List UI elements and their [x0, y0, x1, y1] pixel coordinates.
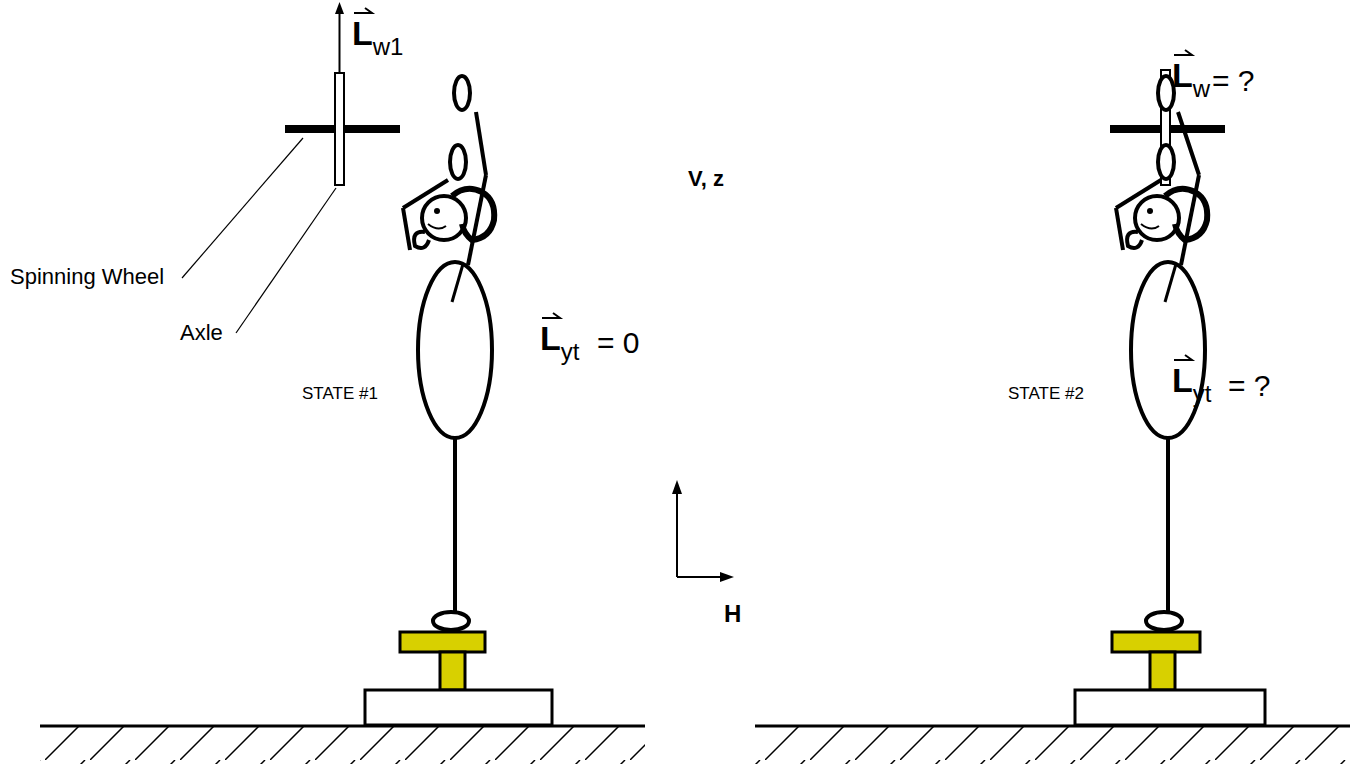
leader-line: [182, 138, 303, 278]
axis-label: V, z: [688, 168, 724, 190]
arrow-head: [335, 2, 344, 14]
value-label: = ?: [1228, 371, 1271, 401]
value-label: = 0: [597, 328, 640, 358]
turntable-stem: [1150, 652, 1175, 690]
ground-hatching: [40, 726, 645, 764]
turntable-stem: [440, 652, 465, 690]
angular-momentum-arrow: [339, 10, 341, 73]
part-name: Spinning Wheel: [10, 266, 164, 288]
axis-label: H: [724, 602, 741, 626]
state-label: STATE #2: [1008, 385, 1084, 402]
state-one-figure: [40, 2, 645, 764]
ground-hatching: [755, 726, 1350, 764]
axes: [677, 492, 722, 577]
turntable-base: [365, 690, 552, 725]
ground: [40, 725, 645, 728]
state-two-figure: [755, 70, 1350, 764]
vector-label: Lw1: [352, 16, 403, 50]
vector-label: Lyt: [1172, 363, 1211, 397]
leader-line: [236, 188, 336, 333]
vector-label: Lw: [1172, 58, 1210, 92]
turntable-base: [1075, 690, 1265, 725]
turntable-top: [1112, 632, 1200, 652]
arrow-head: [672, 480, 682, 494]
turntable-top: [400, 632, 485, 652]
arrow-head: [720, 572, 734, 582]
ground: [755, 725, 1350, 728]
axle: [335, 73, 344, 185]
part-name: Axle: [180, 322, 223, 344]
value-label: = ?: [1212, 66, 1255, 96]
person: [1116, 76, 1207, 630]
vector-marks: [354, 8, 1192, 360]
person: [403, 76, 494, 630]
vector-label: Lyt: [540, 321, 579, 355]
state-label: STATE #1: [302, 385, 378, 402]
